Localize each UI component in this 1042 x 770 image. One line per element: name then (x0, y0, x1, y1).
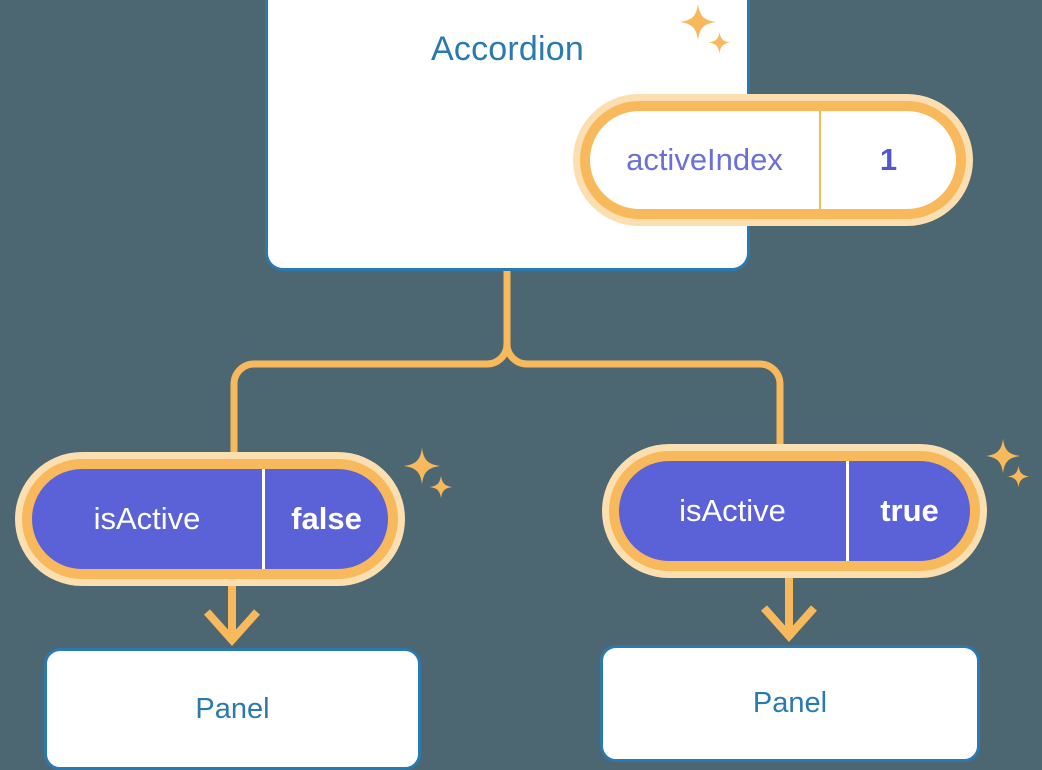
arrow-right-pill-to-panel (761, 572, 817, 643)
arrow-left-pill-to-panel (204, 578, 260, 647)
sparkle-icon-large (679, 3, 717, 41)
component-card-panel-right[interactable]: Panel (600, 645, 980, 762)
state-pill-value: 1 (879, 142, 898, 177)
state-pill-divider (819, 111, 821, 209)
state-pill-body: isActive true (619, 461, 970, 561)
state-pill-is-active-true[interactable]: isActive true (602, 444, 987, 578)
state-pill-divider (846, 461, 849, 561)
sparkle-icon-small (429, 475, 453, 499)
state-pill-body: isActive false (32, 469, 388, 569)
state-pill-is-active-false[interactable]: isActive false (15, 452, 405, 586)
component-card-title: Panel (195, 692, 270, 725)
connector-branch-bus (230, 343, 784, 385)
state-pill-value: true (880, 493, 939, 528)
sparkle-icon-small (1007, 465, 1030, 488)
component-card-title: Accordion (431, 30, 584, 68)
state-pill-key: isActive (93, 501, 201, 536)
component-card-panel-left[interactable]: Panel (44, 648, 421, 770)
state-pill-active-index[interactable]: activeIndex 1 (573, 94, 973, 226)
sparkle-icon-large (985, 438, 1021, 474)
state-pill-body: activeIndex 1 (590, 111, 956, 209)
component-card-title: Panel (752, 687, 828, 719)
state-pill-divider (262, 469, 265, 569)
sparkle-icon-large (403, 447, 441, 485)
state-pill-key: isActive (679, 493, 786, 528)
sparkle-icon-small (708, 31, 731, 54)
component-card-accordion[interactable]: Accordion activeIndex 1 (265, 0, 973, 271)
state-pill-key: activeIndex (626, 142, 783, 177)
state-pill-value: false (291, 501, 362, 536)
